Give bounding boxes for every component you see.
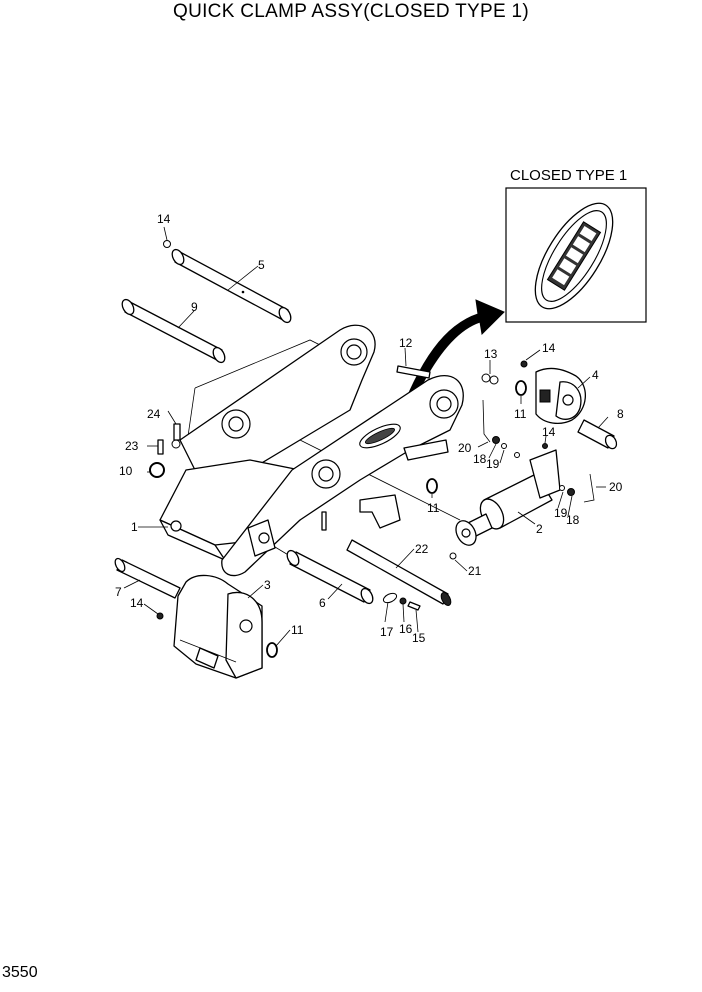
callout-2: 2 [536, 522, 543, 536]
callout-5: 5 [258, 258, 265, 272]
callout-13: 13 [484, 347, 498, 361]
page-number: 3550 [2, 964, 38, 981]
callout-8: 8 [617, 407, 624, 421]
callout-3: 3 [264, 578, 271, 592]
callout-16: 16 [399, 622, 413, 636]
closed-type-1-plate-illustration [534, 202, 614, 310]
callout-17: 17 [380, 625, 394, 639]
part-2-cylinder [455, 449, 561, 546]
part-6-pin [286, 549, 374, 605]
callout-14: 14 [157, 212, 171, 226]
callout-20: 20 [609, 480, 623, 494]
part-3-clamp [173, 574, 263, 679]
part-22-rod [346, 539, 452, 606]
leader-lines [123, 265, 609, 647]
part-1-main-frame [159, 324, 464, 577]
callout-24: 24 [147, 407, 161, 421]
callout-14: 14 [130, 596, 144, 610]
callout-18: 18 [473, 452, 487, 466]
callout-22: 22 [415, 542, 429, 556]
callout-12: 12 [399, 336, 413, 350]
part-8-pin [577, 419, 618, 450]
callout-4: 4 [592, 368, 599, 382]
part-5-pin [171, 248, 292, 324]
small-hardware [149, 226, 595, 658]
callout-23: 23 [125, 439, 139, 453]
part-4-block [535, 367, 586, 425]
part-9-pin [121, 298, 226, 364]
callout-9: 9 [191, 300, 198, 314]
inset-title: CLOSED TYPE 1 [510, 167, 627, 184]
callout-11: 11 [514, 407, 527, 421]
callout-15: 15 [412, 631, 426, 645]
callout-1: 1 [131, 520, 138, 534]
callout-14: 14 [542, 341, 556, 355]
callout-10: 10 [119, 464, 133, 478]
callout-labels: 14 5 9 12 13 14 4 11 8 24 23 20 14 18 19… [115, 212, 624, 645]
callout-21: 21 [468, 564, 482, 578]
callout-19: 19 [554, 506, 568, 520]
callout-18: 18 [566, 513, 580, 527]
inset-box [505, 187, 647, 323]
callout-6: 6 [319, 596, 326, 610]
callout-19: 19 [486, 457, 500, 471]
part-7-pin [114, 557, 181, 599]
diagram-title: QUICK CLAMP ASSY(CLOSED TYPE 1) [173, 1, 529, 22]
callout-20: 20 [458, 441, 472, 455]
callout-14: 14 [542, 425, 556, 439]
callout-7: 7 [115, 585, 122, 599]
callout-11: 11 [427, 501, 440, 515]
callout-11: 11 [291, 623, 304, 637]
